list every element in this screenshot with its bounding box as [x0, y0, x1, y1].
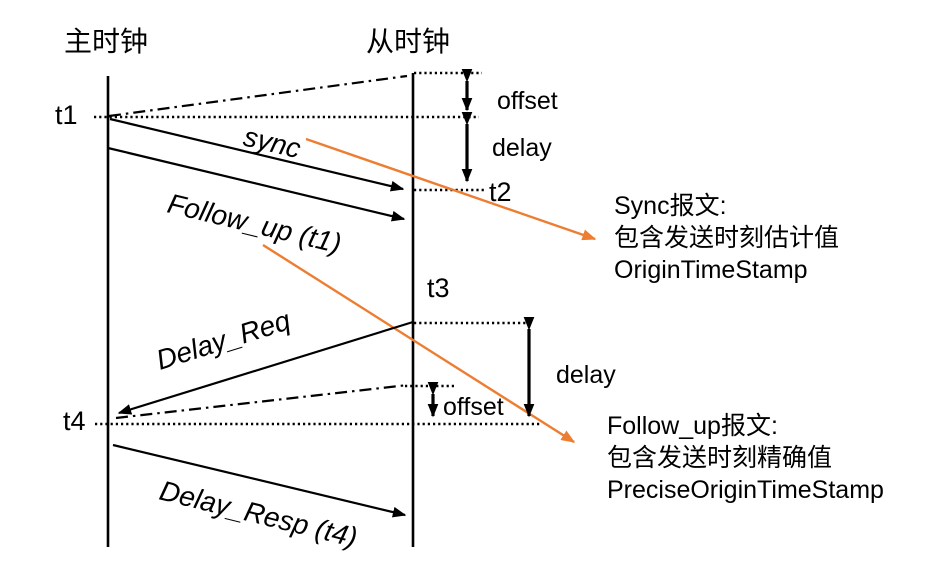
timestamp-t2-label: t2 [489, 177, 512, 207]
sync-note-title: Sync报文: [614, 192, 727, 220]
delay-top-label: delay [492, 134, 552, 162]
master-clock-label: 主时钟 [64, 26, 148, 58]
offset-top-label: offset [497, 87, 558, 115]
delay-req-message-arrow [117, 320, 414, 415]
follow-up-note-title: Follow_up报文: [607, 412, 778, 440]
delay-mid-label: delay [556, 361, 616, 389]
delay-resp-message-label: Delay_Resp (t4) [157, 475, 361, 553]
sync-note: Sync报文: 包含发送时刻估计值 OriginTimeStamp [614, 190, 839, 286]
follow-up-note-body: 包含发送时刻精确值 [607, 444, 833, 472]
sync-message-label: sync [241, 121, 304, 165]
timestamp-t4-label: t4 [63, 406, 86, 436]
sync-note-field: OriginTimeStamp [614, 256, 808, 284]
sync-note-body: 包含发送时刻估计值 [614, 224, 840, 252]
follow-up-message-arrow [107, 146, 406, 222]
sync-message-arrow [109, 117, 405, 192]
timestamp-t3-label: t3 [427, 273, 450, 303]
follow-up-note-field: PreciseOriginTimeStamp [607, 476, 884, 504]
sync-callout-arrow [305, 137, 597, 241]
delay-resp-message-arrow [112, 443, 407, 518]
clock-drift-dashdot-top [108, 74, 408, 118]
follow-up-callout-arrow [262, 243, 576, 444]
slave-clock-label: 从时钟 [366, 26, 450, 58]
offset-bottom-label: offset [443, 393, 504, 421]
timestamp-t1-label: t1 [55, 100, 78, 130]
follow-up-note: Follow_up报文: 包含发送时刻精确值 PreciseOriginTime… [607, 410, 884, 506]
